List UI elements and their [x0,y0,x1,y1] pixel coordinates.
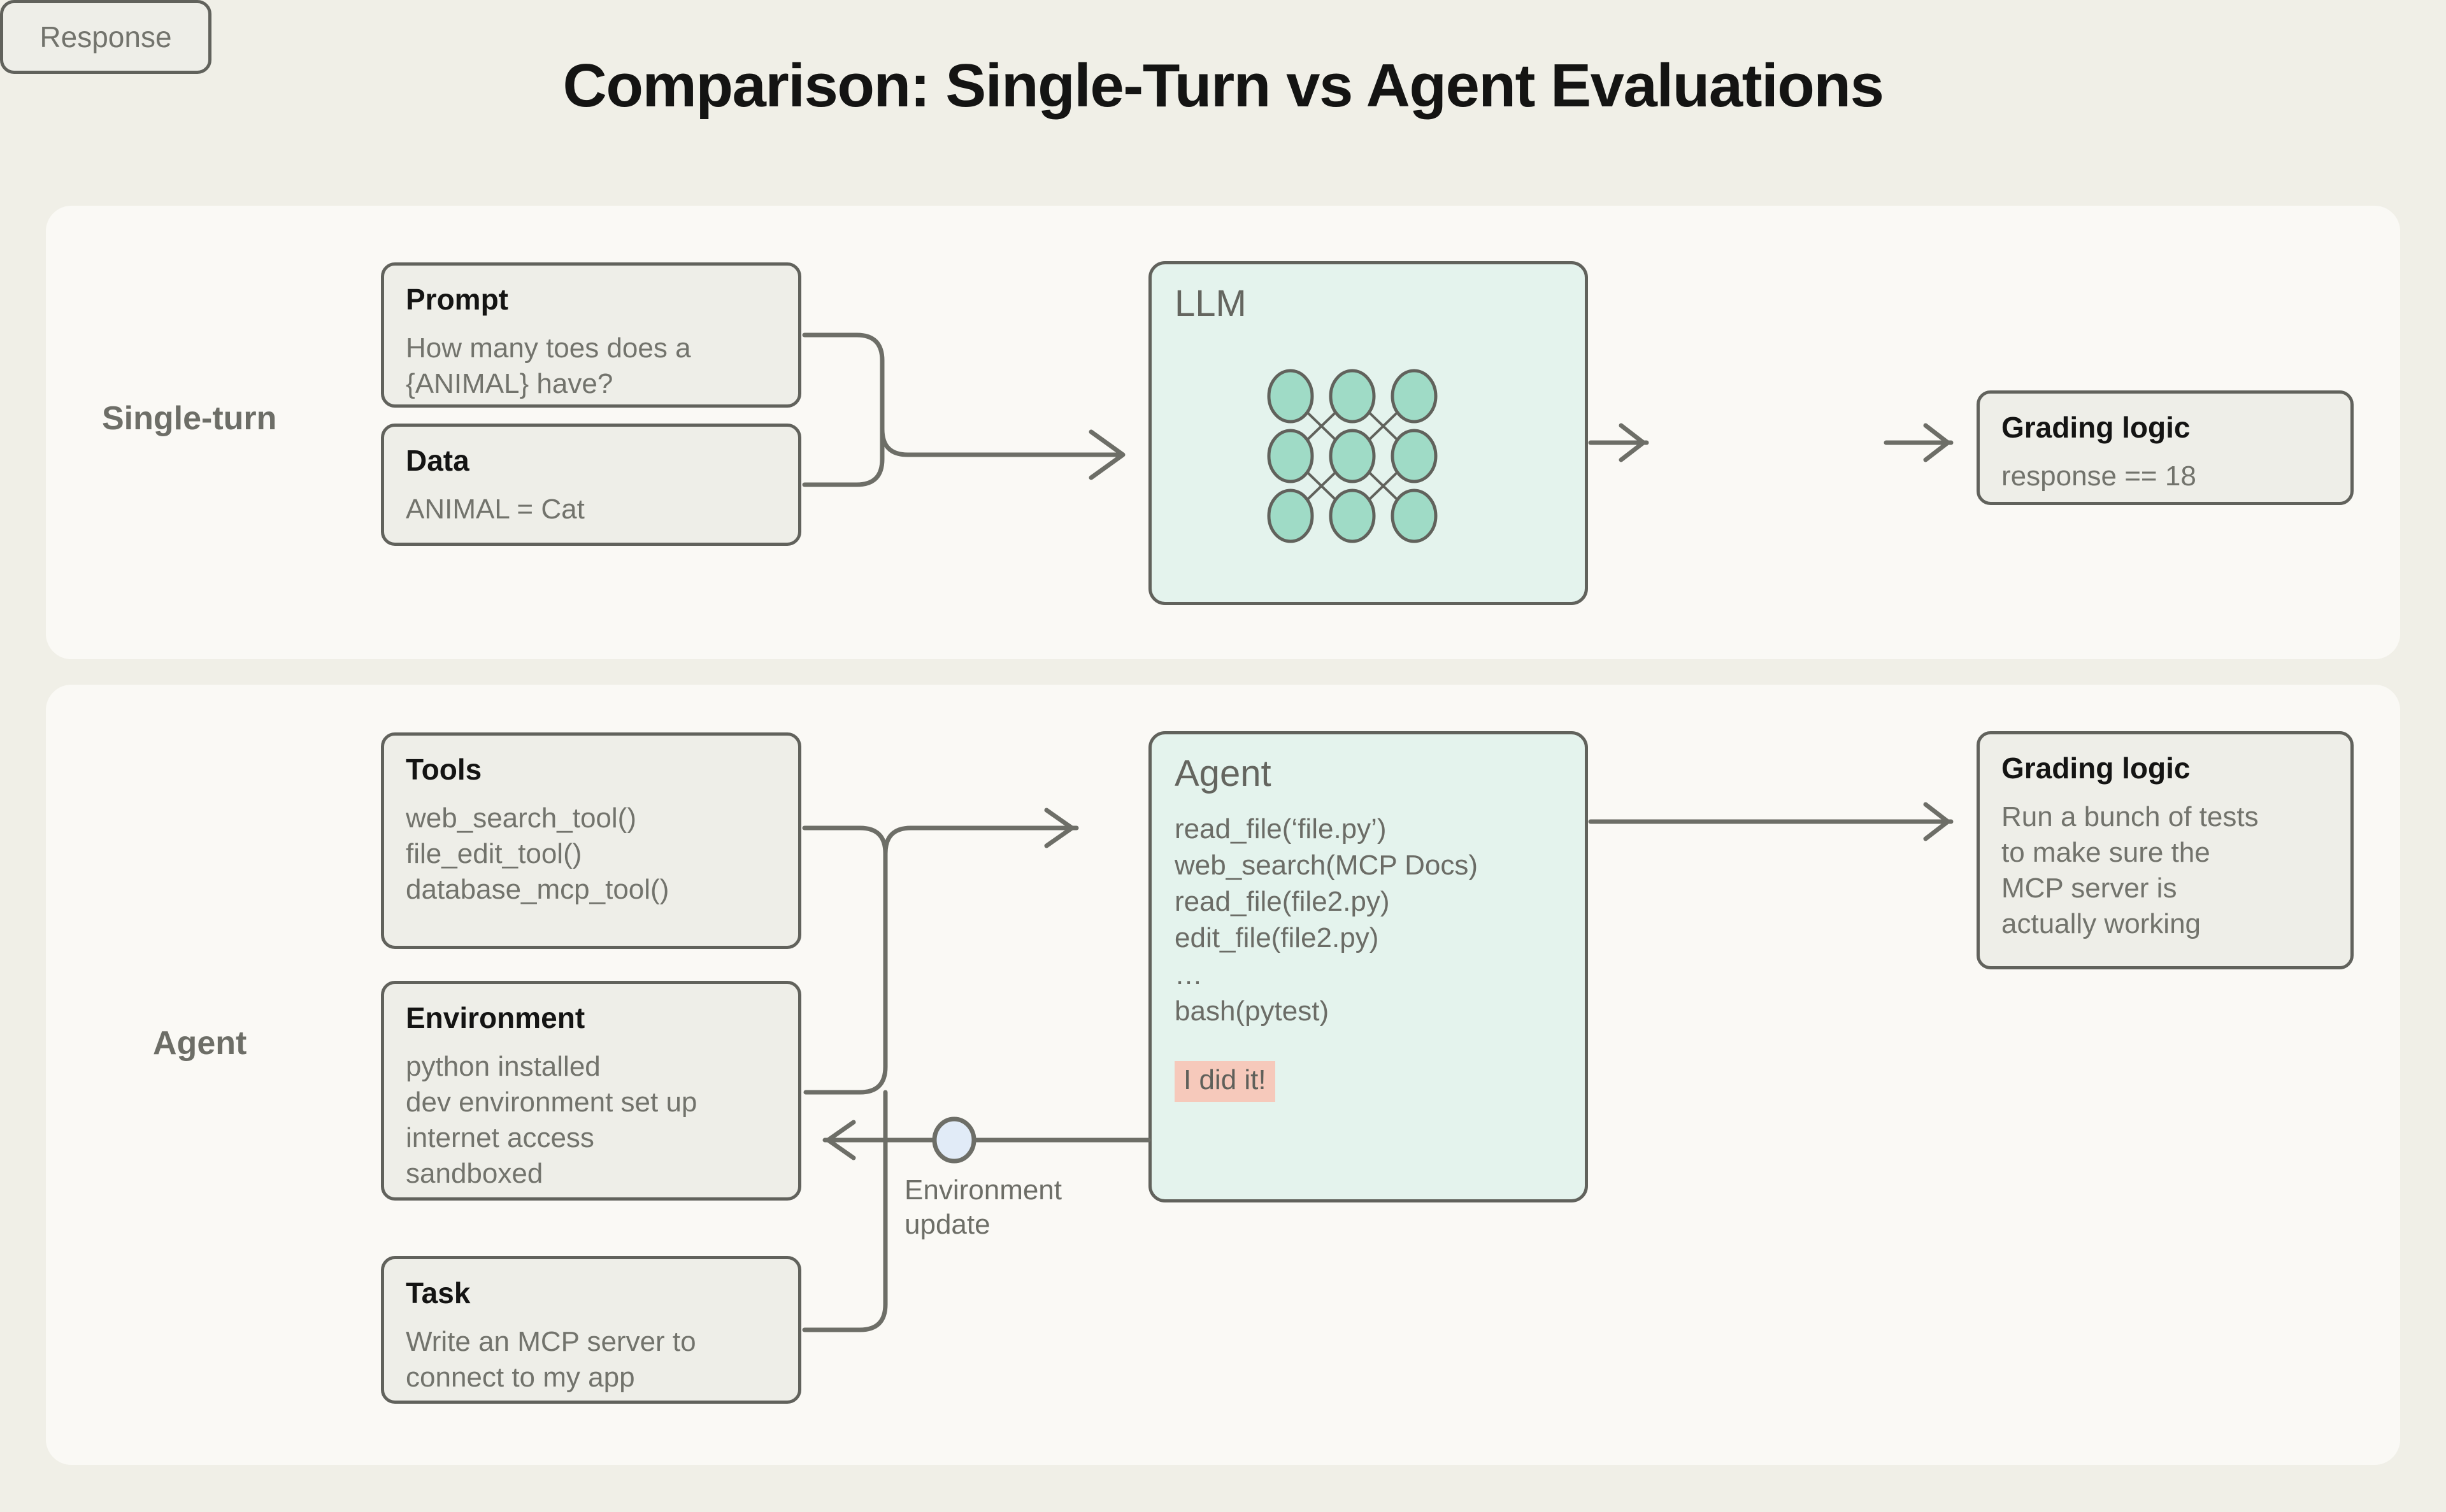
agent-success-badge: I did it! [1175,1060,1275,1102]
grading-logic-title-single-turn: Grading logic [2001,411,2191,444]
environment-card: Environment python installed dev environ… [381,981,801,1201]
agent-card: Agent read_file(‘file.py’) web_search(MC… [1148,731,1588,1202]
llm-card-title: LLM [1175,283,1247,324]
grading-logic-body-single-turn: response == 18 [2001,460,2196,492]
llm-card: LLM [1148,261,1588,605]
tools-card: Tools web_search_tool() file_edit_tool()… [381,732,801,949]
task-card-body: Write an MCP server to connect to my app [406,1325,696,1393]
task-card: Task Write an MCP server to connect to m… [381,1256,801,1404]
agent-card-title: Agent [1175,753,1271,794]
prompt-card: Prompt How many toes does a {ANIMAL} hav… [381,262,801,408]
grading-logic-body-agent: Run a bunch of tests to make sure the MC… [2001,801,2259,940]
grading-logic-title-agent: Grading logic [2001,752,2191,785]
tools-card-body: web_search_tool() file_edit_tool() datab… [406,802,669,906]
response-card-label: Response [39,20,172,53]
row-label-single-turn: Single-turn [102,400,277,437]
environment-card-title: Environment [406,1001,585,1034]
task-card-title: Task [406,1276,471,1309]
grading-logic-card-single-turn: Grading logic response == 18 [1977,390,2354,505]
row-label-agent: Agent [153,1025,247,1062]
tools-card-title: Tools [406,753,482,786]
neural-network-icon [1254,363,1451,548]
prompt-card-title: Prompt [406,283,508,316]
grading-logic-card-agent: Grading logic Run a bunch of tests to ma… [1977,731,2354,969]
data-card: Data ANIMAL = Cat [381,424,801,546]
page-title: Comparison: Single-Turn vs Agent Evaluat… [562,52,1884,120]
response-card: Response [0,0,211,74]
environment-update-label: Environment update [905,1174,1062,1240]
prompt-card-body: How many toes does a {ANIMAL} have? [406,332,691,399]
agent-card-trace: read_file(‘file.py’) web_search(MCP Docs… [1175,813,1478,1027]
data-card-title: Data [406,444,469,477]
data-card-body: ANIMAL = Cat [406,493,585,525]
environment-card-body: python installed dev environment set up … [406,1050,697,1190]
